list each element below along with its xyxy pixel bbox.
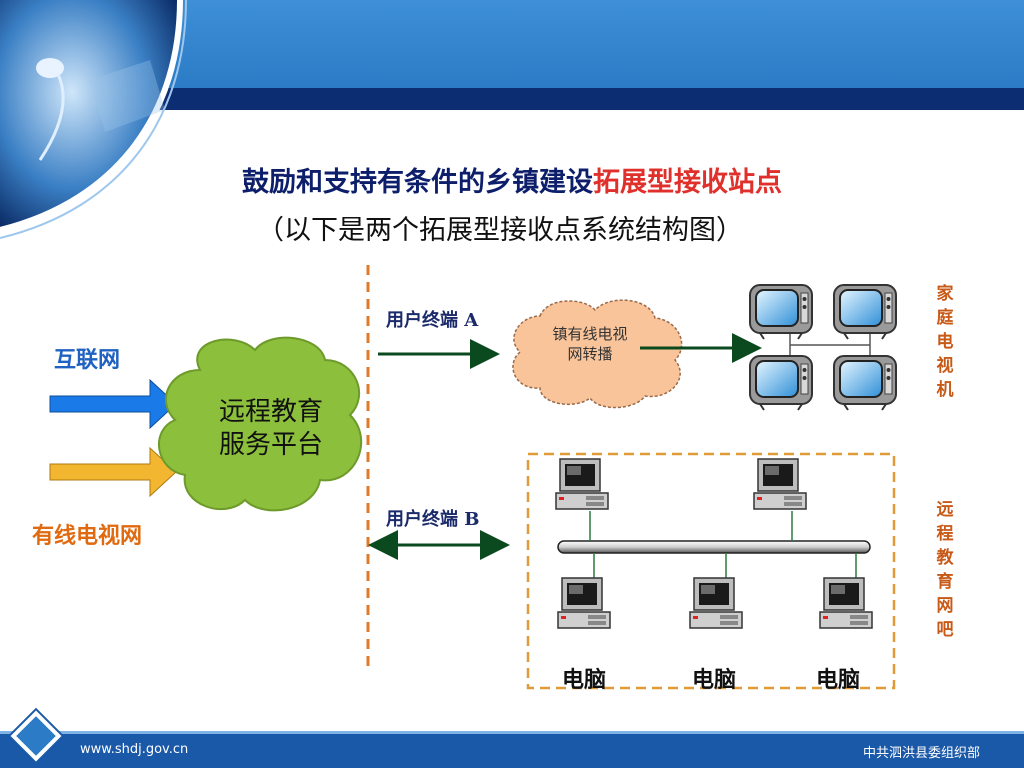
relay-cloud	[512, 299, 683, 409]
computer-icon	[819, 577, 873, 629]
computer-icon	[753, 458, 807, 510]
footer-line	[0, 731, 1024, 734]
cable-tv-label: 有线电视网	[32, 523, 143, 549]
relay-cloud-label: 镇有线电视 网转播	[552, 325, 628, 363]
tv-icon	[833, 355, 897, 411]
netcafe-label: 远程教育网吧	[936, 500, 954, 640]
pc-label: 电脑	[816, 667, 861, 693]
header-stripe	[0, 88, 1024, 110]
computer-icon	[555, 458, 609, 510]
computer-icon	[689, 577, 743, 629]
network-bus	[557, 540, 871, 554]
home-tv-label: 家庭电视机	[936, 284, 954, 400]
pc-label: 电脑	[562, 667, 607, 693]
cable-tv-arrow	[49, 446, 177, 498]
pc-label: 电脑	[692, 667, 737, 693]
terminal-b-label: 用户终端 B	[386, 509, 480, 530]
terminal-a-label: 用户终端 A	[386, 310, 479, 331]
platform-label: 远程教育 服务平台	[218, 397, 323, 460]
netcafe-box	[526, 452, 896, 690]
footer-band	[0, 734, 1024, 768]
footer-url[interactable]: www.shdj.gov.cn	[80, 742, 189, 757]
header-decoration	[0, 0, 187, 239]
mouse-icon	[36, 58, 64, 78]
page-subtitle: （以下是两个拓展型接收点系统结构图）	[257, 215, 743, 246]
tv-icon	[833, 284, 897, 340]
tv-icon	[749, 284, 813, 340]
platform-cloud	[158, 336, 363, 512]
computer-icon	[557, 577, 611, 629]
footer-org: 中共泗洪县委组织部	[862, 746, 980, 761]
internet-label: 互联网	[54, 347, 121, 373]
tv-icon	[749, 355, 813, 411]
internet-arrow	[49, 378, 177, 430]
page-title: 鼓励和支持有条件的乡镇建设拓展型接收站点	[242, 167, 782, 198]
